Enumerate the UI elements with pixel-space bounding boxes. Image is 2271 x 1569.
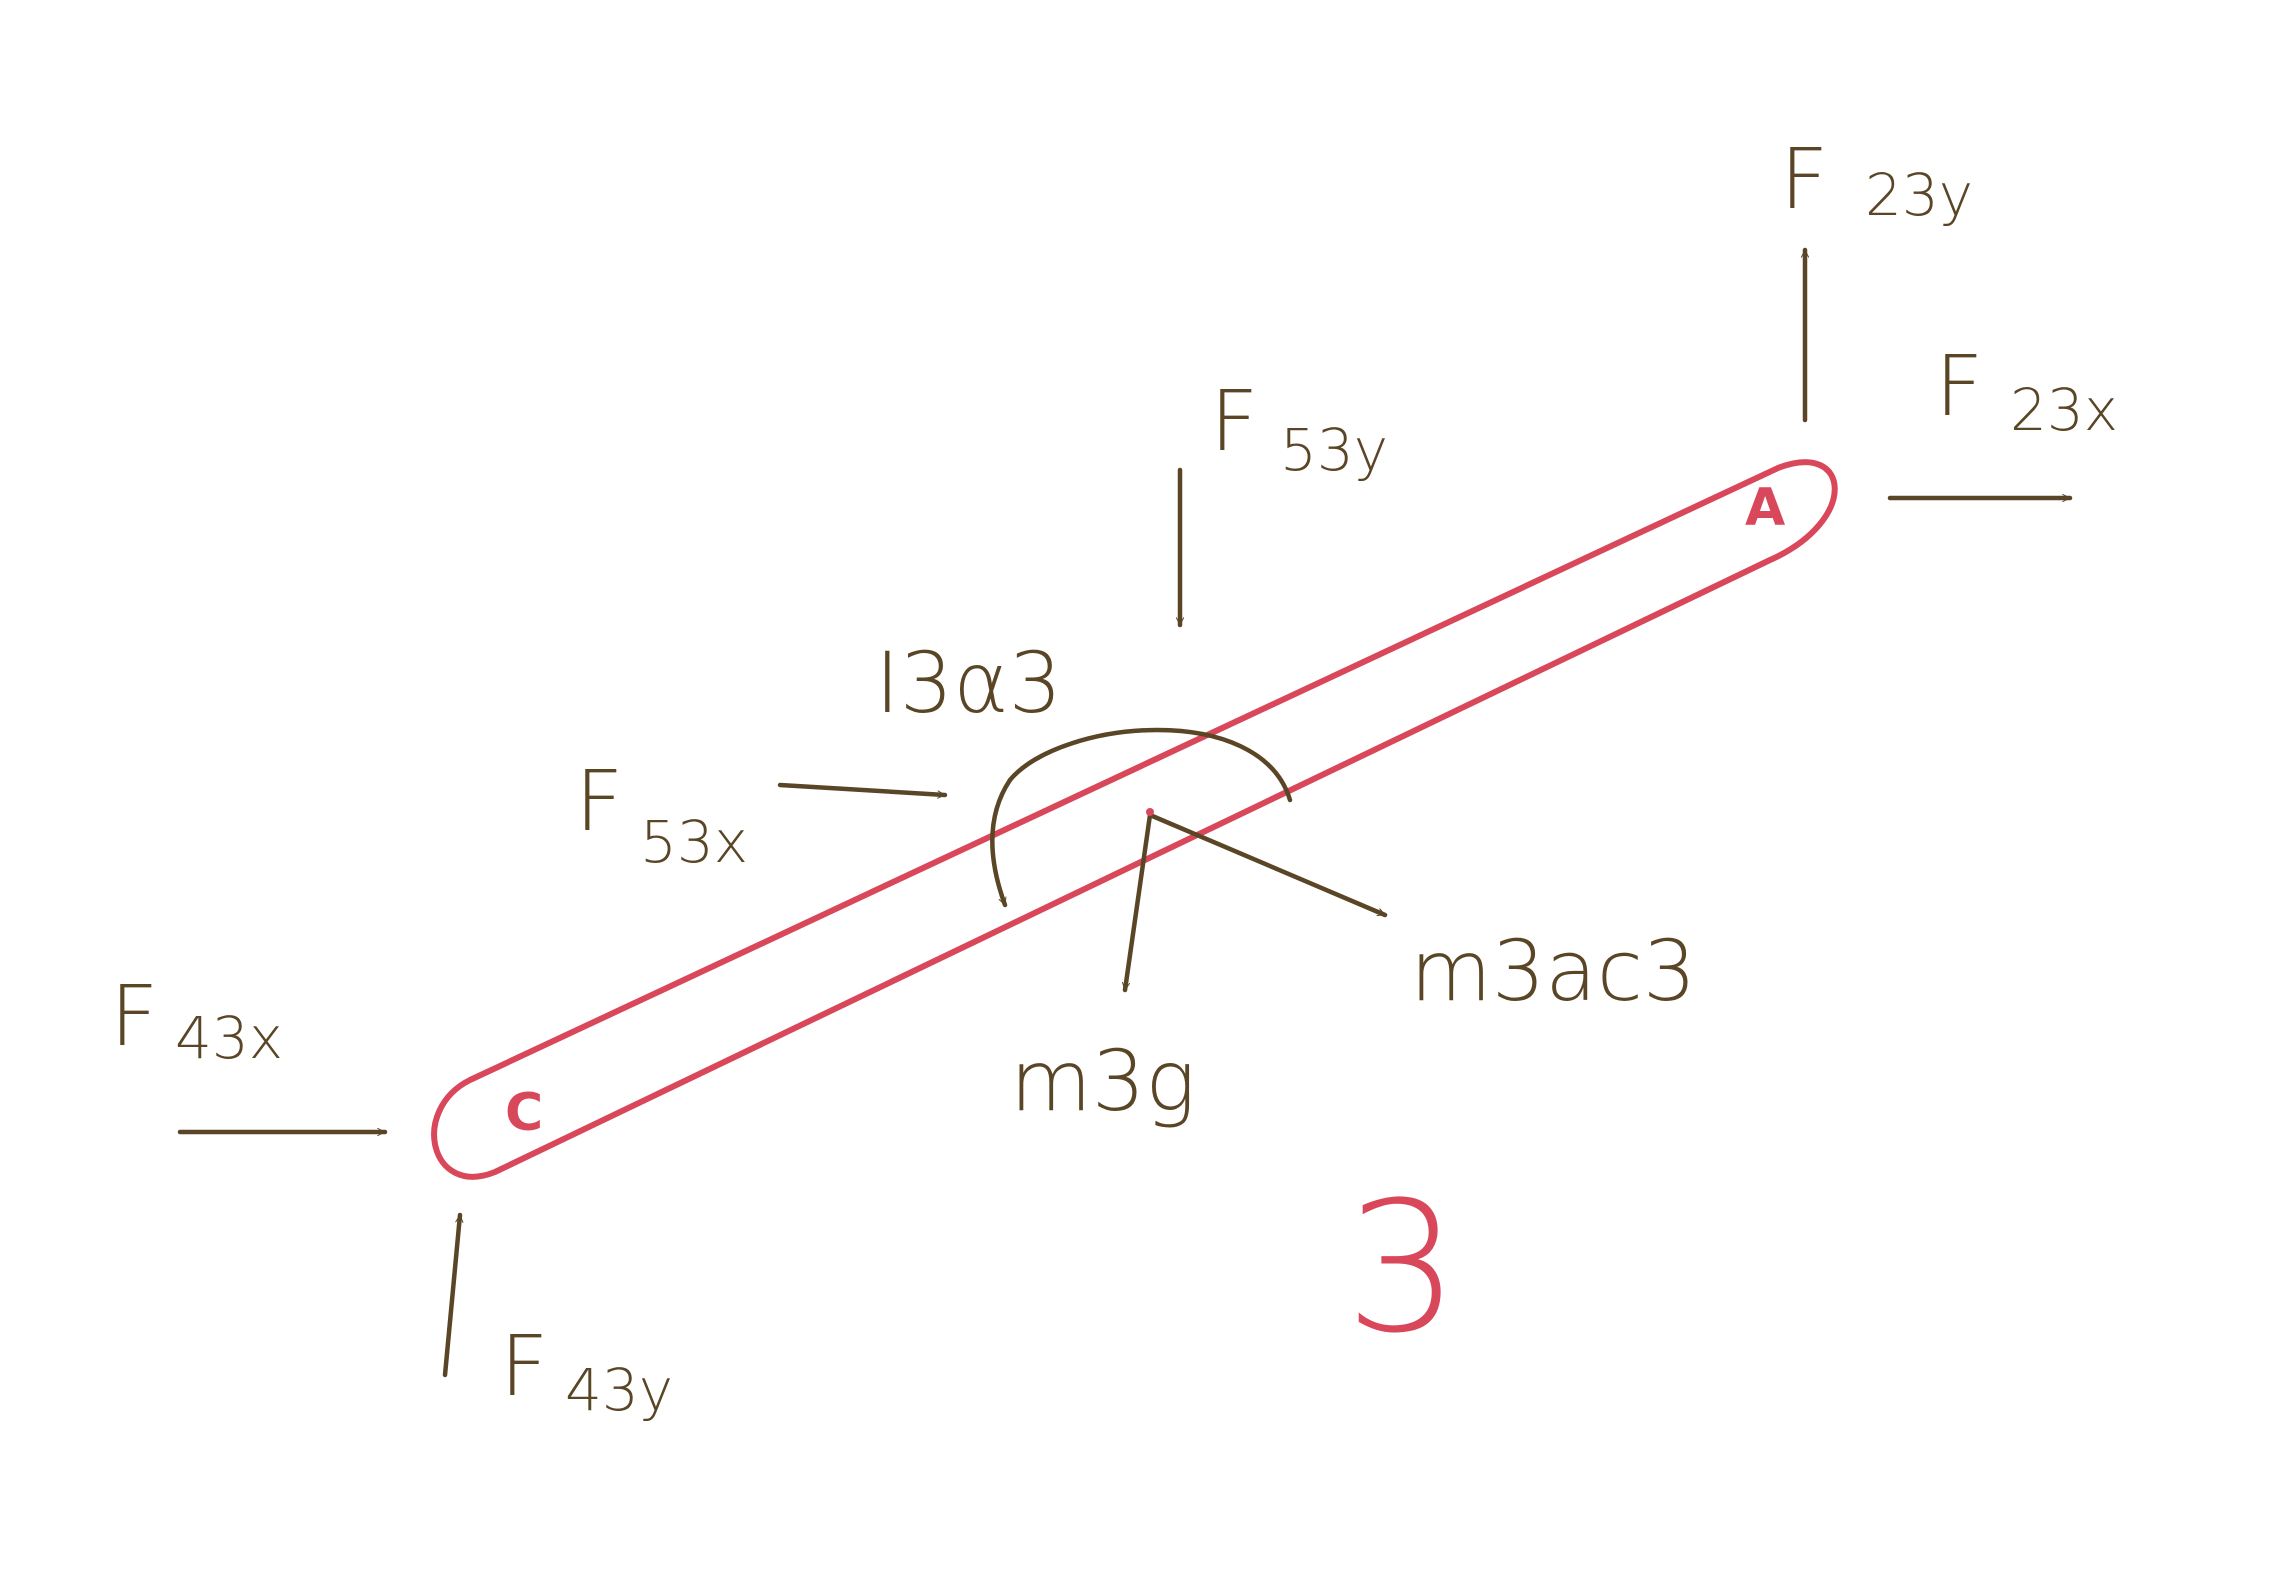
f43y-label: F 43y (500, 1317, 673, 1424)
weight-label: m3g (1010, 1032, 1196, 1130)
f53y-label: F 53y (1210, 372, 1388, 484)
point-c-label: C (505, 1083, 543, 1143)
f53x-label: F 53x (575, 752, 748, 876)
moment-arrow (990, 727, 1293, 908)
weight-arrow (1125, 812, 1153, 993)
svg-text:43y: 43y (565, 1356, 673, 1424)
svg-text:F: F (1780, 130, 1828, 228)
svg-text:53y: 53y (1280, 416, 1388, 484)
svg-text:23y: 23y (1865, 161, 1973, 229)
f53x-arrow (777, 782, 948, 795)
svg-text:F: F (575, 752, 623, 850)
center-of-mass (1146, 808, 1154, 816)
svg-text:F: F (1210, 372, 1258, 470)
link-3-body (431, 459, 1838, 1180)
moment-label: I3α3 (875, 634, 1062, 732)
f23x-label: F 23x (1935, 337, 2118, 444)
svg-text:F: F (1935, 337, 1983, 435)
svg-text:43x: 43x (175, 1004, 283, 1072)
point-a-label: A (1745, 478, 1785, 538)
f43y-arrow (442, 1212, 460, 1378)
svg-text:53x: 53x (640, 808, 748, 876)
inertial-force-arrow (1147, 812, 1388, 918)
svg-text:23x: 23x (2010, 376, 2118, 444)
f43x-label: F 43x (110, 967, 283, 1072)
f23y-label: F 23y (1780, 130, 1973, 229)
inertial-force-label: m3ac3 (1410, 922, 1696, 1020)
svg-text:F: F (500, 1317, 548, 1415)
svg-text:F: F (110, 967, 158, 1065)
body-number: 3 (1345, 1164, 1460, 1373)
